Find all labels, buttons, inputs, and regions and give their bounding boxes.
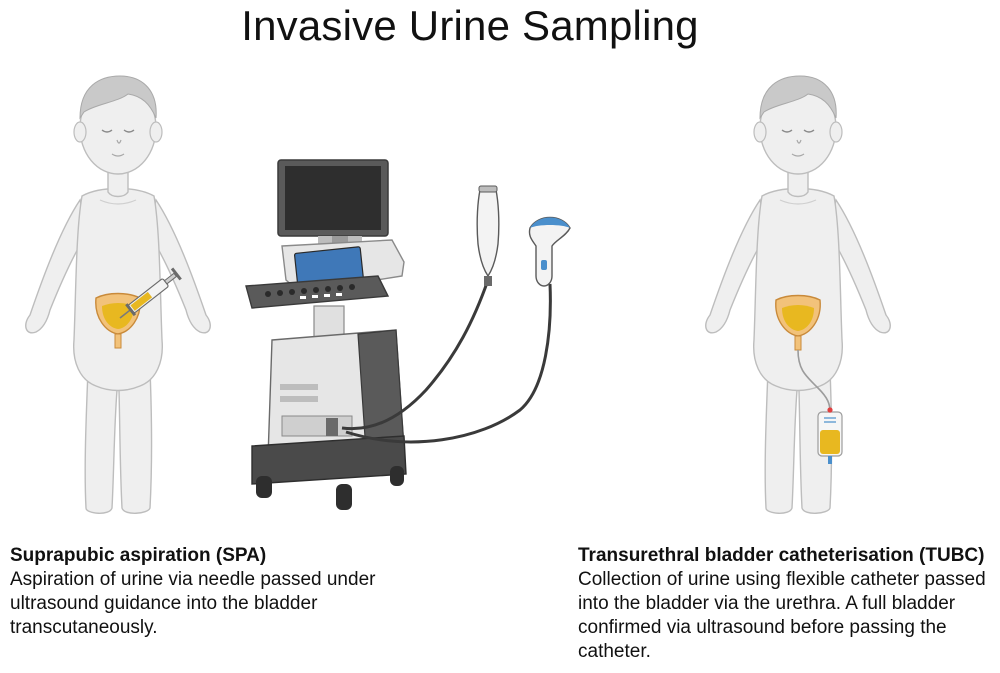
linear-probe-icon: [476, 185, 500, 286]
child-figure-spa: [25, 75, 211, 514]
child-figure-tubc: [705, 75, 891, 514]
tubc-heading: Transurethral bladder catheterisation (T…: [578, 545, 985, 566]
tubc-description: Collection of urine using flexible cathe…: [578, 569, 986, 662]
syringe-icon: [119, 267, 182, 319]
collection-bag-icon: [817, 407, 843, 464]
tubc-caption: Transurethral bladder catheterisation (T…: [578, 544, 996, 664]
page-title: Invasive Urine Sampling: [241, 2, 699, 49]
convex-probe-icon: [528, 216, 571, 287]
probe-cable: [341, 279, 490, 431]
spa-description: Aspiration of urine via needle passed un…: [10, 569, 376, 638]
probe-cable: [345, 283, 552, 444]
spa-heading: Suprapubic aspiration (SPA): [10, 545, 267, 566]
spa-caption: Suprapubic aspiration (SPA) Aspiration o…: [10, 544, 420, 640]
catheter-tube: [797, 349, 831, 413]
ultrasound-machine-icon: [245, 159, 407, 510]
